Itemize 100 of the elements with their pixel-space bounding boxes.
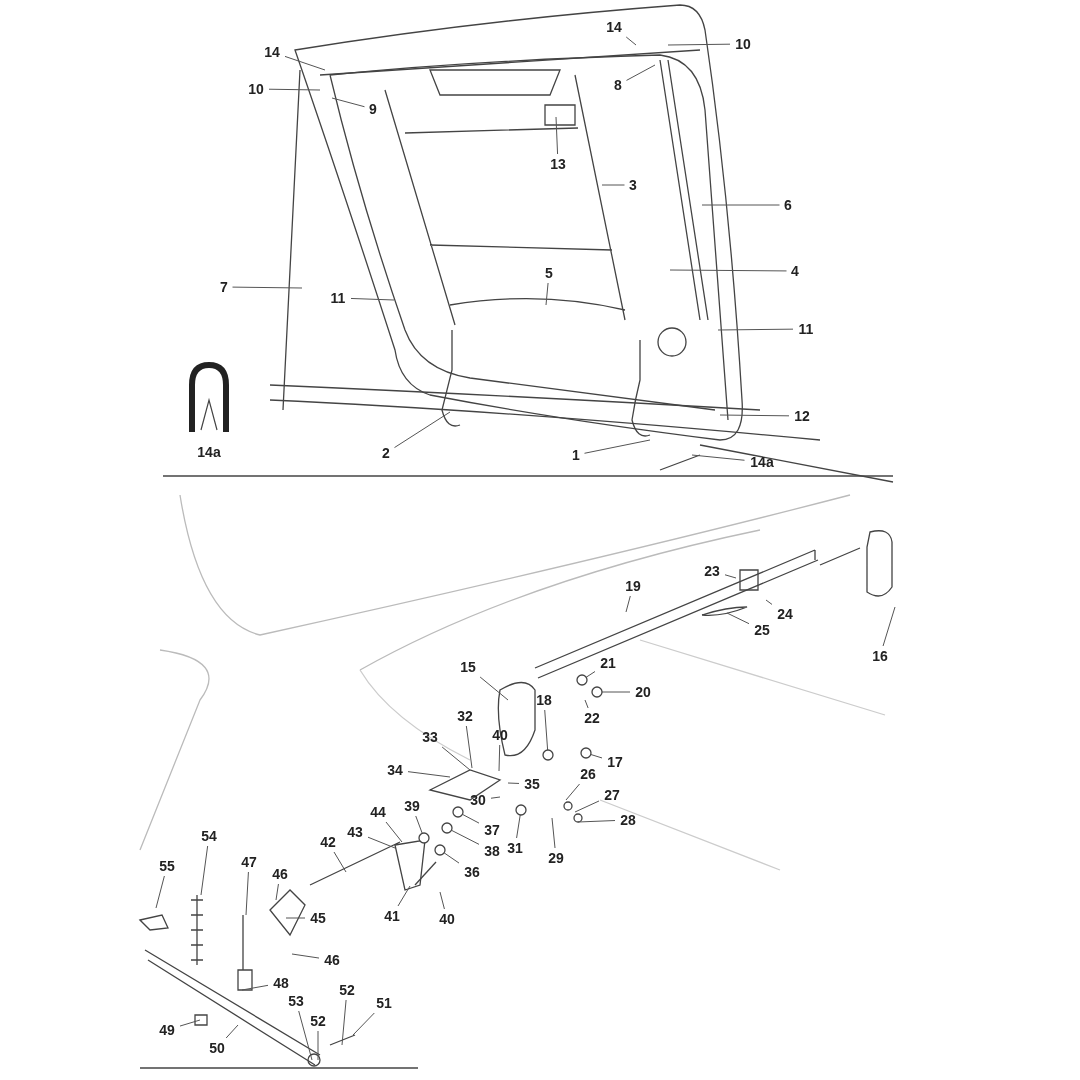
leader-line	[726, 612, 750, 625]
callout-number: 16	[871, 648, 889, 664]
callout-number: 36	[463, 864, 481, 880]
callout-number: 37	[483, 822, 501, 838]
callout-number: 13	[549, 156, 567, 172]
callout-number: 14a	[749, 454, 775, 470]
callout-number: 17	[606, 754, 624, 770]
callout-number: 8	[613, 77, 623, 93]
callout-number: 30	[469, 792, 487, 808]
callout-number: 40	[438, 911, 456, 927]
callout-number: 11	[329, 290, 347, 306]
callout-number: 54	[200, 828, 218, 844]
callout-number: 35	[523, 776, 541, 792]
callout-number: 27	[603, 787, 621, 803]
leader-line	[577, 820, 616, 823]
leader-line	[367, 836, 396, 849]
leader-line	[701, 204, 780, 206]
callout-number: 52	[309, 1013, 327, 1029]
leader-line	[341, 999, 347, 1046]
leader-line	[268, 88, 321, 91]
callout-number: 51	[375, 995, 393, 1011]
callout-number: 29	[547, 850, 565, 866]
callout-number: 43	[346, 824, 364, 840]
callout-number: 14	[263, 44, 281, 60]
leader-line	[225, 1024, 239, 1039]
leader-line	[584, 439, 651, 454]
leader-line	[717, 328, 794, 331]
leader-line	[490, 796, 501, 799]
leader-line	[394, 411, 451, 449]
leader-line	[479, 676, 509, 701]
callout-number: 10	[734, 36, 752, 52]
callout-number: 6	[783, 197, 793, 213]
callout-number: 46	[271, 866, 289, 882]
washer-icon	[576, 674, 588, 686]
leader-line	[545, 282, 549, 306]
callout-number: 23	[703, 563, 721, 579]
leader-line	[350, 297, 395, 301]
washer-icon	[515, 804, 527, 816]
washer-icon	[441, 822, 453, 834]
callout-number: 4	[790, 263, 800, 279]
callout-number: 7	[219, 279, 229, 295]
callout-number: 50	[208, 1040, 226, 1056]
callout-number: 42	[319, 834, 337, 850]
leader-line	[407, 771, 451, 778]
callout-number: 25	[753, 622, 771, 638]
leader-line	[574, 800, 600, 813]
leader-line	[765, 599, 773, 605]
leader-line	[669, 269, 787, 272]
leader-line	[625, 595, 631, 613]
leader-line	[544, 709, 549, 751]
callout-number: 41	[383, 908, 401, 924]
washer-icon	[452, 806, 464, 818]
leader-line	[333, 851, 347, 873]
washer-icon	[580, 747, 592, 759]
leader-line	[450, 829, 480, 845]
callout-number: 46	[323, 952, 341, 968]
callout-number: 33	[421, 729, 439, 745]
leader-line	[625, 36, 637, 46]
washer-icon	[542, 749, 554, 761]
callout-number: 45	[309, 910, 327, 926]
leader-line	[331, 97, 365, 108]
leader-line	[284, 55, 326, 71]
leader-line	[385, 821, 403, 843]
callout-number: 10	[247, 81, 265, 97]
callout-number: 52	[338, 982, 356, 998]
washer-icon	[434, 844, 446, 856]
callout-number: 9	[368, 101, 378, 117]
leader-line	[443, 852, 460, 864]
leader-line	[626, 64, 656, 81]
leader-line	[352, 1012, 375, 1036]
leader-line	[691, 454, 745, 461]
leader-line	[200, 845, 209, 896]
callout-number: 18	[535, 692, 553, 708]
leader-line	[667, 43, 731, 46]
callout-number: 14a	[196, 444, 222, 460]
washer-icon	[591, 686, 603, 698]
callout-number: 19	[624, 578, 642, 594]
washer-icon	[418, 832, 430, 844]
callout-number: 24	[776, 606, 794, 622]
leader-line	[245, 871, 249, 916]
callout-number: 12	[793, 408, 811, 424]
leader-line	[498, 744, 501, 772]
leader-line	[155, 875, 165, 909]
callout-number: 1	[571, 447, 581, 463]
leader-line	[232, 286, 303, 289]
leader-line	[724, 574, 737, 579]
leader-line	[317, 1030, 319, 1061]
callout-number: 31	[506, 840, 524, 856]
callout-number: 5	[544, 265, 554, 281]
leader-line	[719, 414, 790, 417]
leader-line	[291, 953, 320, 959]
leader-line	[275, 883, 279, 901]
leader-line	[241, 984, 269, 991]
callout-number: 44	[369, 804, 387, 820]
leader-line	[415, 815, 423, 834]
leader-line	[465, 725, 473, 769]
leader-line	[555, 116, 559, 155]
leader-line	[285, 917, 306, 919]
callout-number: 47	[240, 854, 258, 870]
callout-number: 21	[599, 655, 617, 671]
